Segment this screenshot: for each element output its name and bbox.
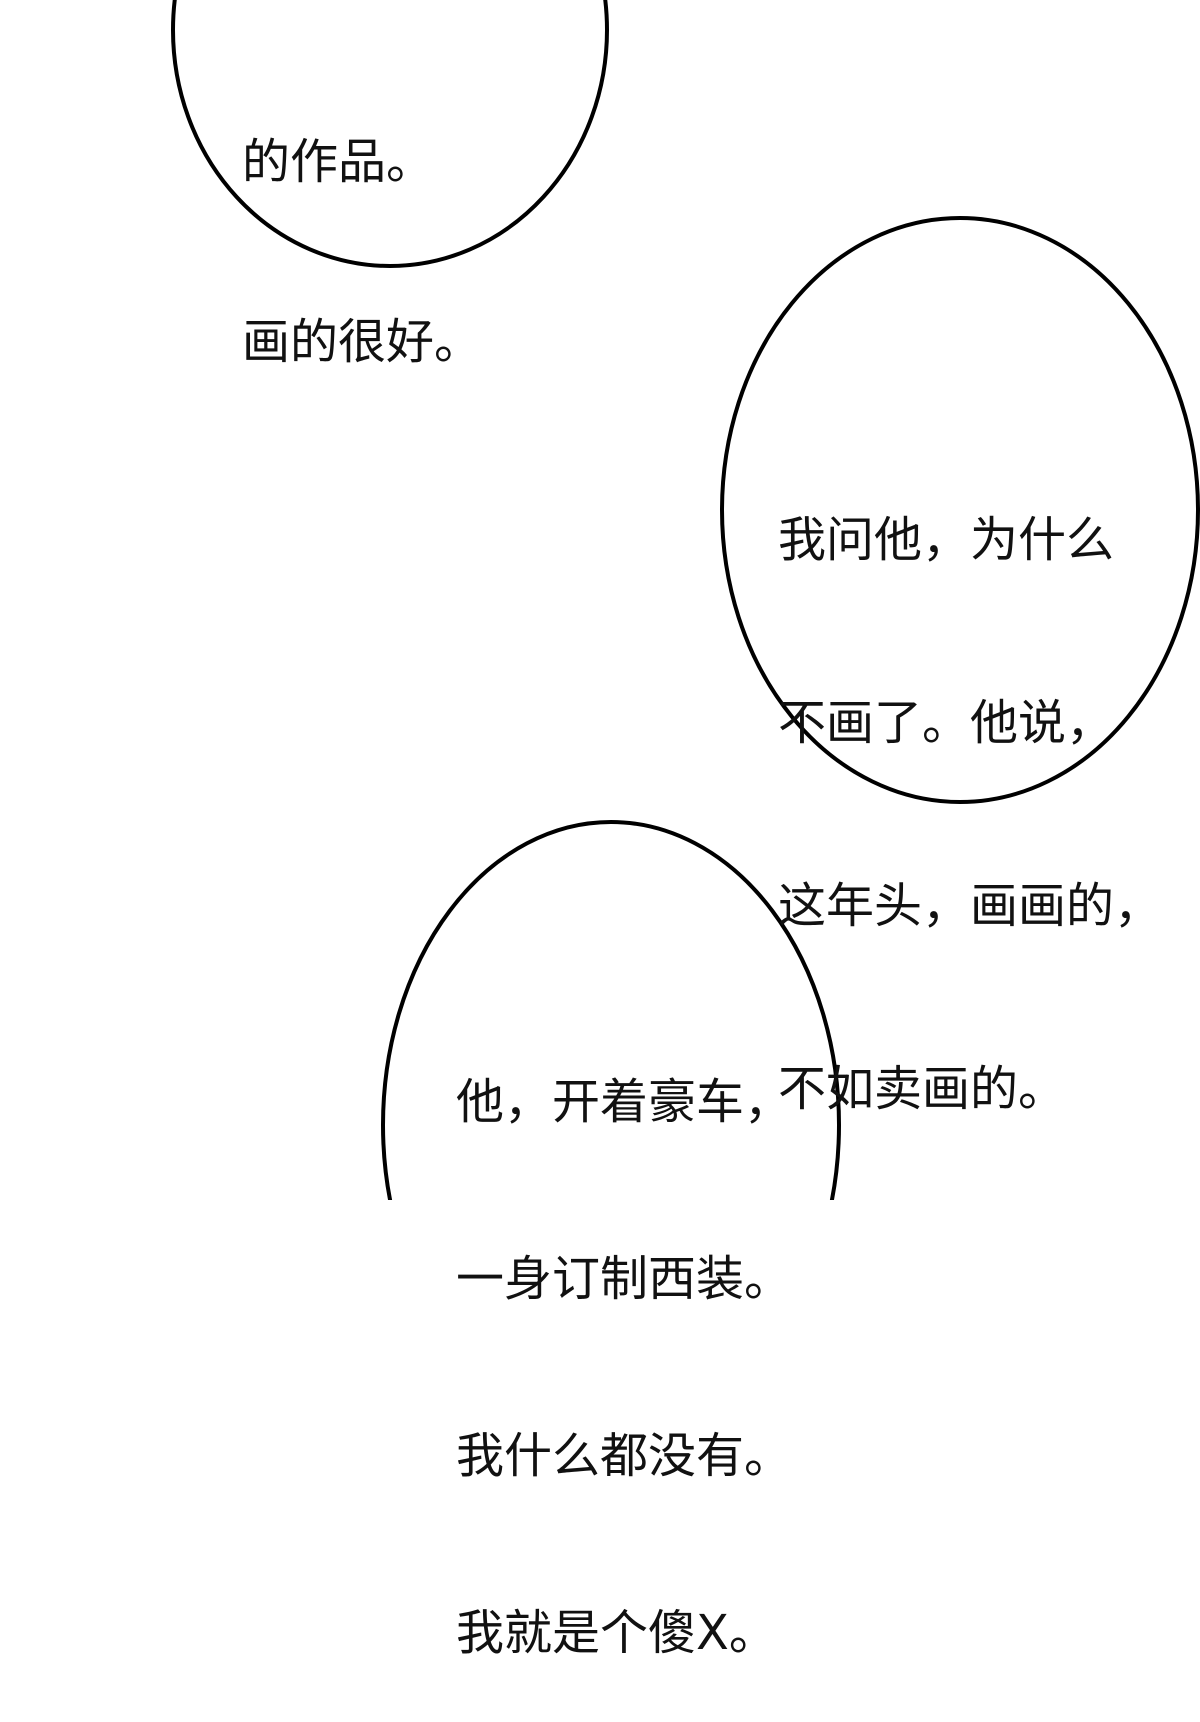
speech-bubble-1 [171,0,609,268]
text-line: 画的很好。 [242,314,483,370]
speech-bubble-3 [381,820,841,1200]
text-line: 我什么都没有。 [456,1428,793,1484]
text-line: 不画了。他说， [778,695,1115,751]
text-line: 我问他，为什么 [778,512,1115,568]
bubble-1-text: 的作品。 画的很好。 [242,12,482,432]
bubble-3-text: 他，开着豪车， 一身订制西装。 我什么都没有。 我就是个傻X。 [456,955,792,1722]
speech-bubble-2 [720,216,1200,804]
text-line: 他，开着豪车， [456,1074,793,1130]
text-line: 这年头，画画的， [778,878,1163,934]
text-line: 不如卖画的。 [778,1061,1067,1117]
bubble-2-text: 我问他，为什么 不画了。他说， 这年头，画画的， 不如卖画的。 [778,388,1162,1181]
text-line: 一身订制西装。 [456,1251,793,1307]
text-line: 我就是个傻X。 [456,1605,777,1661]
speech-bubbles [171,0,1200,1200]
text-line: 的作品。 [242,134,435,190]
